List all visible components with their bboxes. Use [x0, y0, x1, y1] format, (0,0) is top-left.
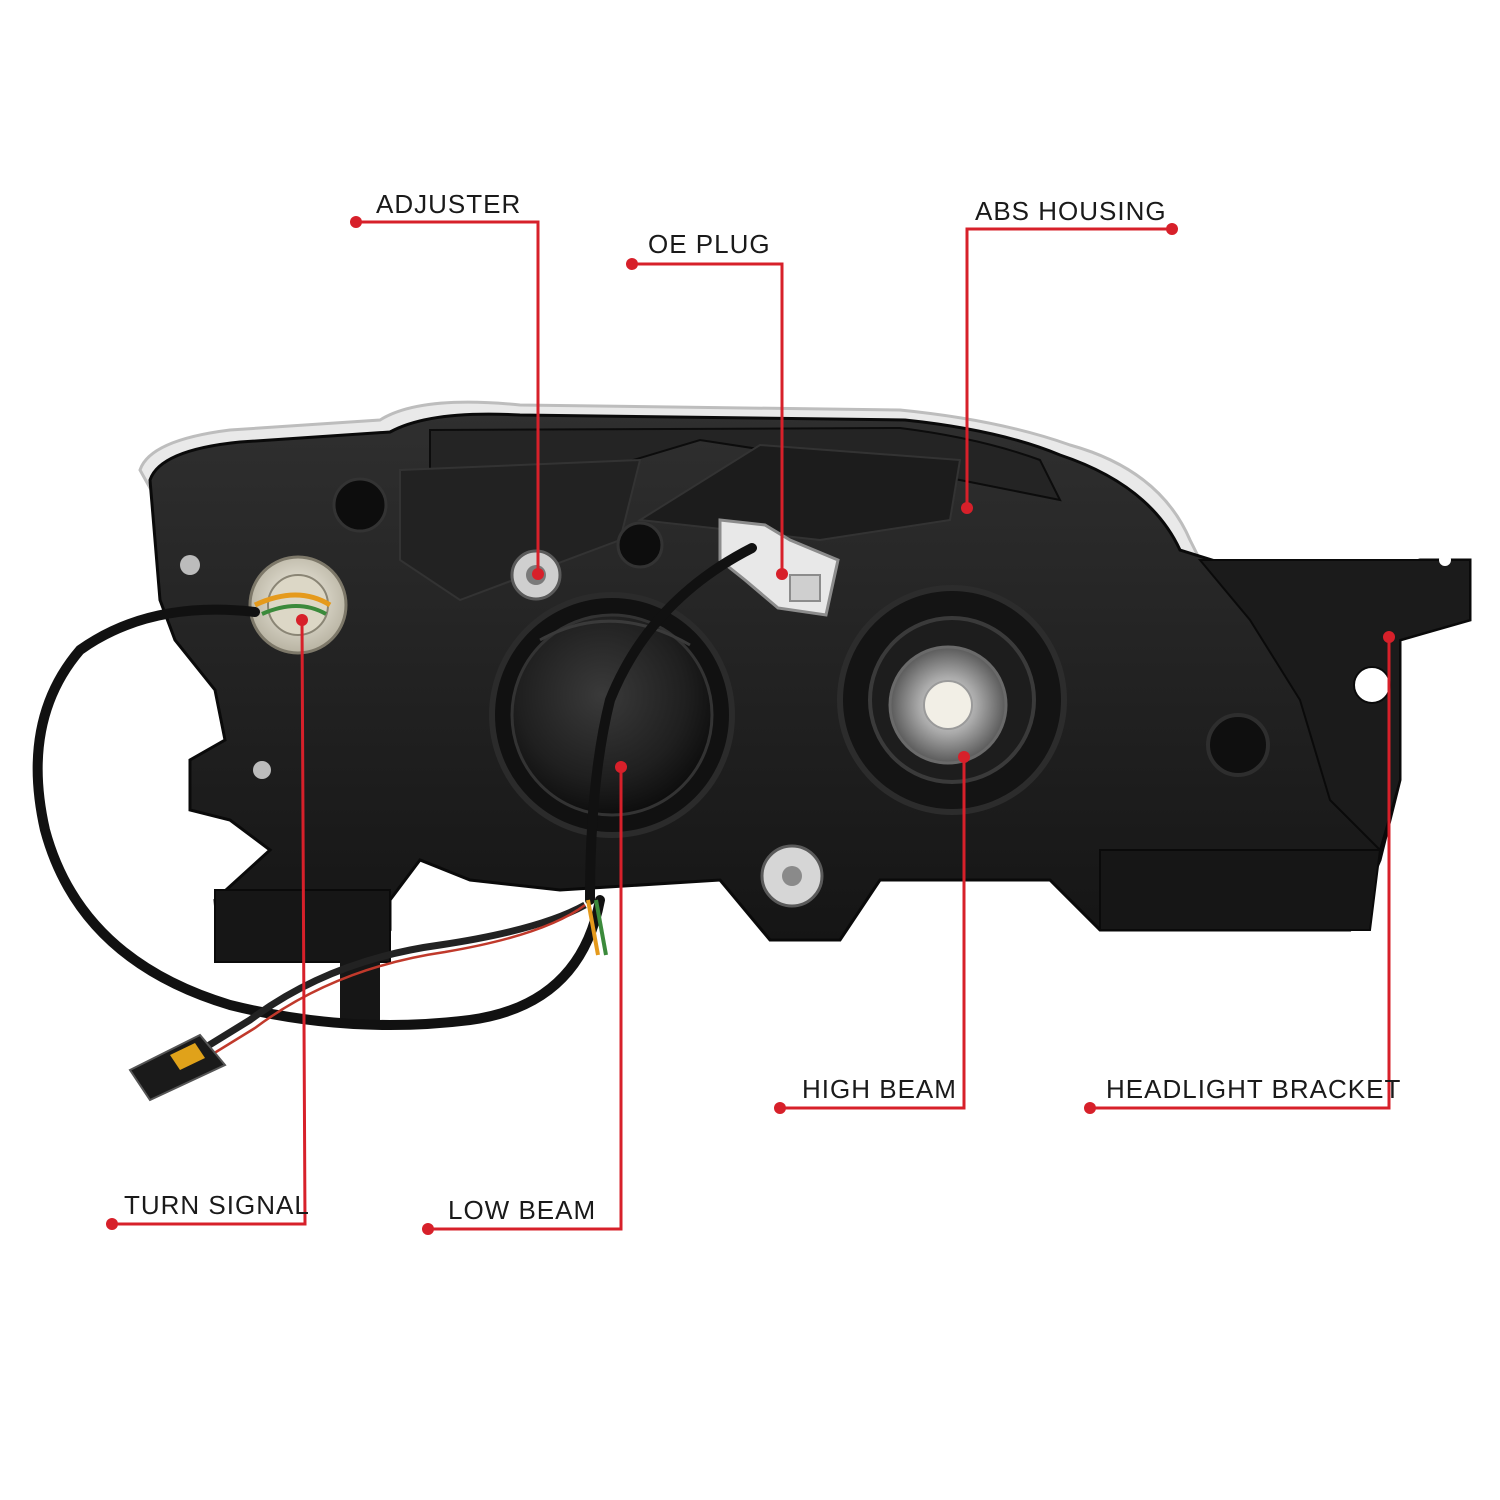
callout-leader: [428, 767, 623, 1231]
callout-high-beam: HIGH BEAM: [774, 751, 970, 1114]
callout-abs-housing: ABS HOUSING: [961, 196, 1178, 514]
callout-leader: [1090, 637, 1391, 1110]
callout-label: TURN SIGNAL: [124, 1190, 310, 1220]
screw: [253, 761, 271, 779]
callout-turn-signal: TURN SIGNAL: [106, 614, 310, 1230]
lower-mount-right: [1099, 849, 1382, 931]
right-socket: [1206, 713, 1270, 777]
callout-leader: [112, 619, 307, 1226]
callout-label: ABS HOUSING: [975, 196, 1167, 226]
callout-leader: [356, 220, 540, 574]
callout-headlight-bracket: HEADLIGHT BRACKET: [1084, 631, 1401, 1114]
callout-label: LOW BEAM: [448, 1195, 596, 1225]
callout-dot: [776, 568, 788, 580]
housing-rib: [637, 443, 962, 542]
adjuster-recess: [332, 477, 388, 533]
callout-low-beam: LOW BEAM: [422, 761, 627, 1235]
callout-adjuster: ADJUSTER: [350, 189, 544, 580]
callout-dot: [422, 1223, 434, 1235]
callout-dot: [106, 1218, 118, 1230]
low-beam-housing: [489, 592, 735, 838]
callout-leader: [780, 757, 966, 1110]
callout-label: OE PLUG: [648, 229, 771, 259]
callout-dot: [1084, 1102, 1096, 1114]
screw: [180, 555, 200, 575]
turn-signal-socket: [248, 555, 348, 655]
callout-label: HIGH BEAM: [802, 1074, 957, 1104]
bracket-plate: [1197, 559, 1471, 852]
callout-label: HEADLIGHT BRACKET: [1106, 1074, 1401, 1104]
callout-oe-plug: OE PLUG: [626, 229, 788, 580]
callout-leader: [632, 262, 784, 574]
pigtail-connector: [128, 1033, 227, 1102]
callout-dot: [961, 502, 973, 514]
lower-bolt-boss: [760, 844, 824, 908]
adjuster-recess: [616, 521, 664, 569]
callout-label: ADJUSTER: [376, 189, 521, 219]
wiring-harness: [32, 543, 757, 1070]
bracket-hole: [1353, 666, 1391, 704]
callout-leader: [965, 227, 1172, 508]
callout-dot: [774, 1102, 786, 1114]
high-beam-projector: [837, 585, 1067, 815]
headlight-assembly: [32, 400, 1472, 1102]
callout-dot: [532, 568, 544, 580]
bracket-tip-hole: [1439, 554, 1451, 566]
